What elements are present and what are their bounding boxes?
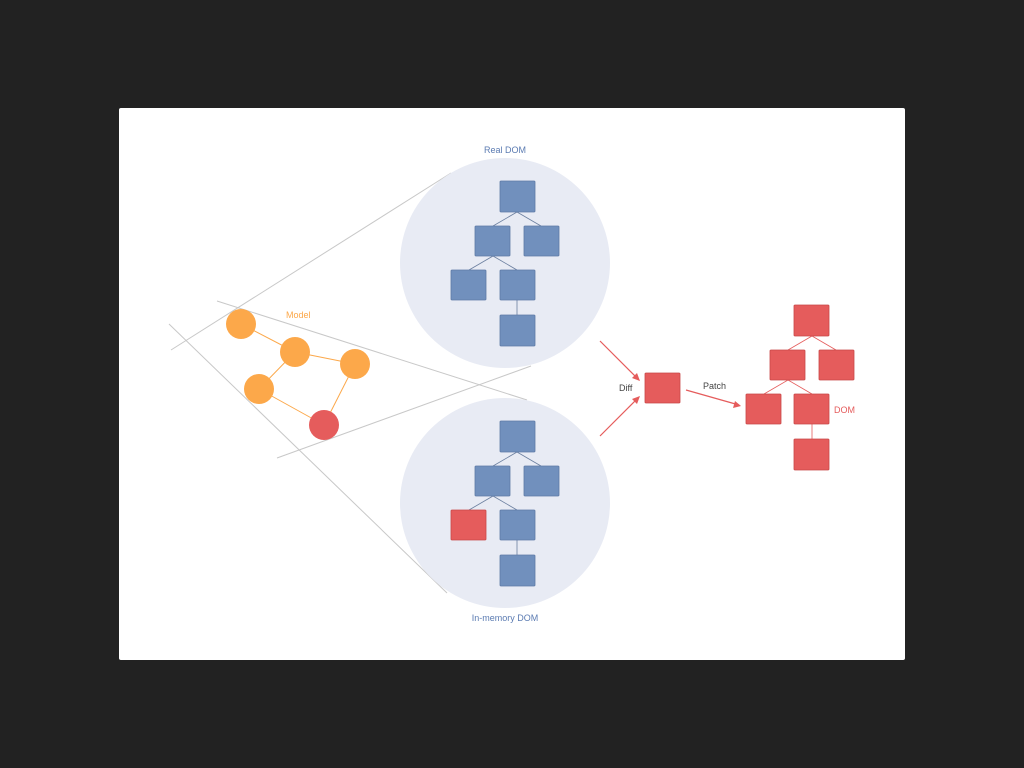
real-dom-tree [450, 180, 560, 347]
model-graph [226, 309, 370, 440]
result-dom-node [793, 393, 830, 425]
tree-edge [492, 451, 518, 467]
result-dom-node [793, 438, 830, 471]
virtual-dom-diagram: Real DOM In-memory DOM Model Diff Patch … [168, 145, 855, 623]
arrow-head [733, 401, 741, 408]
diff-label: Diff [619, 383, 633, 393]
tree-edge [787, 335, 813, 351]
diff-arrow-from-real-dom [599, 340, 640, 381]
real-dom-edges [468, 211, 542, 315]
tree-edge [468, 255, 494, 271]
tree-edge [492, 255, 518, 271]
diff-arrow-from-in-memory-dom [599, 396, 640, 437]
tree-edge [492, 211, 518, 227]
tree-edge [468, 495, 494, 511]
result-dom-node [745, 393, 782, 425]
in-memory-dom-node [499, 554, 536, 587]
real-dom-node [474, 225, 511, 257]
diagram-canvas: Real DOM In-memory DOM Model Diff Patch … [119, 108, 905, 660]
result-dom-node [769, 349, 806, 381]
patch-label: Patch [703, 381, 726, 391]
real-dom-label: Real DOM [484, 145, 526, 155]
real-dom-node [450, 269, 487, 301]
model-node [226, 309, 256, 339]
tree-edge [763, 379, 789, 395]
model-node [280, 337, 310, 367]
real-dom-node [499, 269, 536, 301]
tree-edge [811, 335, 837, 351]
guide-line-bottom-upper [276, 365, 532, 459]
in-memory-dom-node [523, 465, 560, 497]
model-label: Model [286, 310, 311, 320]
guide-line-top-lower [216, 300, 528, 401]
real-dom-node [499, 180, 536, 213]
tree-edge [516, 451, 542, 467]
result-dom-node [818, 349, 855, 381]
in-memory-dom-tree [450, 420, 560, 587]
tree-edge [516, 211, 542, 227]
in-memory-dom-node [499, 420, 536, 453]
result-dom-node [793, 304, 830, 337]
in-memory-dom-node [450, 509, 487, 541]
result-dom-tree [745, 304, 855, 471]
in-memory-dom-node [499, 509, 536, 541]
model-node [340, 349, 370, 379]
patch-arrow [685, 389, 740, 406]
model-node [309, 410, 339, 440]
dom-label: DOM [834, 405, 855, 415]
projection-lines [168, 172, 532, 594]
diff-node [644, 372, 681, 404]
in-memory-dom-label: In-memory DOM [472, 613, 539, 623]
real-dom-node [499, 314, 536, 347]
real-dom-node [523, 225, 560, 257]
in-memory-dom-edges [468, 451, 542, 555]
tree-edge [787, 379, 813, 395]
flow-arrows [599, 340, 741, 437]
arrow-head [632, 373, 640, 381]
model-node [244, 374, 274, 404]
guide-line-top-upper [170, 172, 452, 351]
guide-line-bottom-lower [168, 323, 448, 594]
arrow-head [632, 396, 640, 404]
tree-edge [492, 495, 518, 511]
result-dom-edges [763, 335, 837, 439]
in-memory-dom-node [474, 465, 511, 497]
